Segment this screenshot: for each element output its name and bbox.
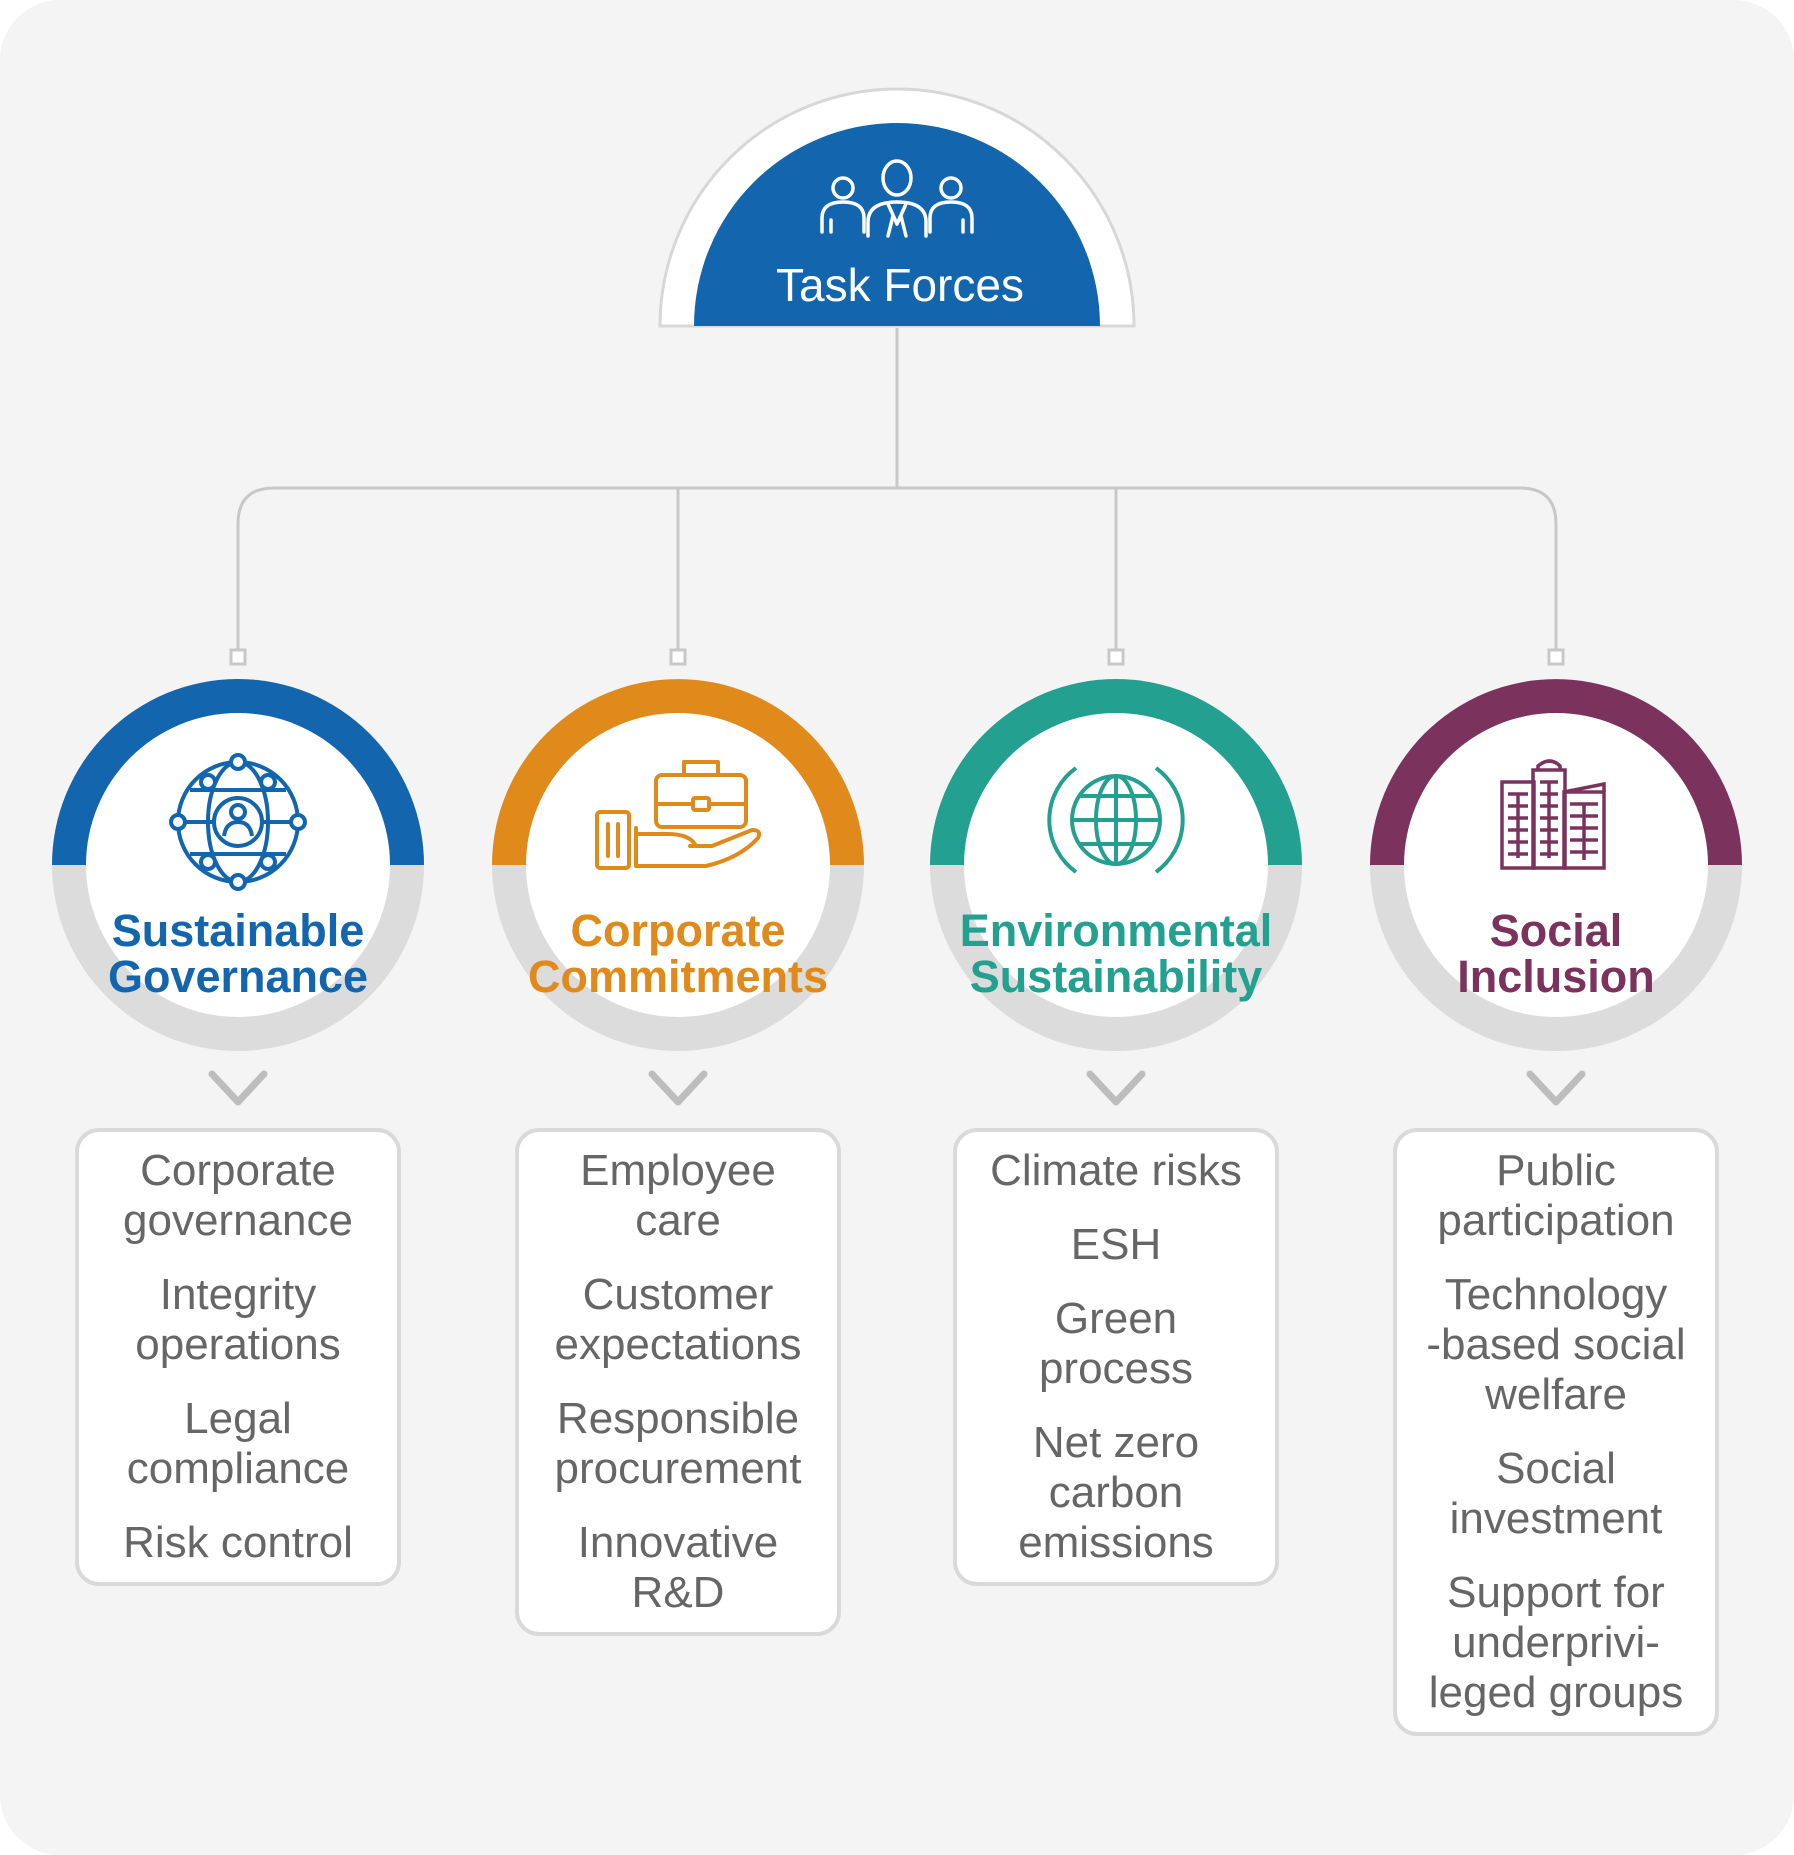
pillar-title-line: Inclusion bbox=[1457, 951, 1655, 1002]
list-item-line: welfare bbox=[1485, 1370, 1627, 1419]
pillar-title-commitments: Corporate Commitments bbox=[498, 908, 858, 1000]
pillar-title-environmental: Environmental Sustainability bbox=[936, 908, 1296, 1000]
list-item-line: participation bbox=[1437, 1196, 1675, 1245]
list-item: Corporate governance bbox=[85, 1146, 391, 1246]
globe-network-person-icon bbox=[169, 753, 307, 891]
chevrons bbox=[208, 1070, 1586, 1106]
list-item-line: emissions bbox=[1018, 1518, 1214, 1567]
pillar-title-governance: Sustainable Governance bbox=[58, 908, 418, 1000]
card-governance: Corporate governance Integrity operation… bbox=[75, 1128, 401, 1586]
card-social: Public participation Technology -based s… bbox=[1393, 1128, 1719, 1736]
list-item: Employee care bbox=[525, 1146, 831, 1246]
pillar-title-line: Governance bbox=[107, 951, 369, 1002]
list-item-line: care bbox=[635, 1196, 721, 1245]
list-item-line: ESH bbox=[1070, 1220, 1162, 1269]
pillar-title-line: Sustainability bbox=[969, 951, 1263, 1002]
list-item: Customer expectations bbox=[525, 1270, 831, 1370]
card-environmental: Climate risks ESH Green process Net zero… bbox=[953, 1128, 1279, 1586]
list-item: Social investment bbox=[1403, 1444, 1709, 1544]
list-item: Net zero carbon emissions bbox=[963, 1418, 1269, 1568]
list-item: Responsible procurement bbox=[525, 1394, 831, 1494]
list-item-line: Corporate bbox=[140, 1146, 336, 1195]
list-item-line: Net zero bbox=[1032, 1418, 1200, 1467]
team-people-icon bbox=[820, 159, 974, 238]
list-item-line: Public bbox=[1496, 1146, 1616, 1195]
hand-briefcase-icon bbox=[595, 760, 762, 870]
list-item: Integrity operations bbox=[85, 1270, 391, 1370]
list-item-line: Integrity bbox=[159, 1270, 317, 1319]
list-item-line: Responsible bbox=[556, 1394, 800, 1443]
list-item-line: expectations bbox=[554, 1320, 802, 1369]
list-item-line: Employee bbox=[580, 1146, 776, 1195]
list-item-line: Risk control bbox=[123, 1518, 353, 1567]
pillar-ring-governance bbox=[52, 679, 424, 1051]
list-item-line: governance bbox=[123, 1196, 353, 1245]
chevron-down-icon bbox=[1086, 1070, 1146, 1106]
pillar-ring-social bbox=[1370, 679, 1742, 1051]
earth-globe-icon bbox=[1047, 766, 1185, 874]
city-buildings-icon bbox=[1500, 759, 1606, 870]
ring-inner bbox=[1404, 713, 1708, 1017]
pillar-title-line: Environmental bbox=[959, 905, 1273, 956]
list-item-line: -based social bbox=[1426, 1320, 1686, 1369]
list-item-line: Social bbox=[1496, 1444, 1616, 1493]
list-item: Public participation bbox=[1403, 1146, 1709, 1246]
list-item-line: carbon bbox=[1048, 1468, 1184, 1517]
list-item-line: underprivi- bbox=[1452, 1618, 1660, 1667]
list-item: Support for underprivi- leged groups bbox=[1403, 1568, 1709, 1718]
list-item-line: Technology bbox=[1444, 1270, 1668, 1319]
list-item: Climate risks bbox=[963, 1146, 1269, 1196]
root-title: Task Forces bbox=[776, 259, 1024, 311]
list-item-line: investment bbox=[1449, 1494, 1663, 1543]
list-item-line: operations bbox=[135, 1320, 341, 1369]
list-item: Technology -based social welfare bbox=[1403, 1270, 1709, 1420]
pillar-title-line: Corporate bbox=[570, 905, 786, 956]
pillar-title-line: Sustainable bbox=[111, 905, 365, 956]
list-item-line: Climate risks bbox=[990, 1146, 1242, 1195]
list-item-line: Customer bbox=[582, 1270, 774, 1319]
pillar-title-line: Commitments bbox=[527, 951, 829, 1002]
list-item-line: R&D bbox=[631, 1568, 725, 1617]
list-item-line: process bbox=[1038, 1344, 1194, 1393]
chevron-down-icon bbox=[1526, 1070, 1586, 1106]
list-item-line: procurement bbox=[554, 1444, 802, 1493]
list-item: Risk control bbox=[85, 1518, 391, 1568]
list-item: Legal compliance bbox=[85, 1394, 391, 1494]
list-item-line: Support for bbox=[1447, 1568, 1665, 1617]
chevron-down-icon bbox=[648, 1070, 708, 1106]
list-item-line: Innovative bbox=[577, 1518, 779, 1567]
card-commitments: Employee care Customer expectations Resp… bbox=[515, 1128, 841, 1636]
list-item-line: compliance bbox=[126, 1444, 350, 1493]
list-item-line: Legal bbox=[184, 1394, 292, 1443]
list-item: ESH bbox=[963, 1220, 1269, 1270]
pillar-title-line: Social bbox=[1489, 905, 1623, 956]
ring-inner bbox=[86, 713, 390, 1017]
connector-lines bbox=[229, 328, 1565, 666]
chevron-down-icon bbox=[208, 1070, 268, 1106]
list-item: Green process bbox=[963, 1294, 1269, 1394]
list-item-line: leged groups bbox=[1428, 1668, 1684, 1717]
list-item: Innovative R&D bbox=[525, 1518, 831, 1618]
list-item-line: Green bbox=[1054, 1294, 1178, 1343]
pillar-title-social: Social Inclusion bbox=[1376, 908, 1736, 1000]
